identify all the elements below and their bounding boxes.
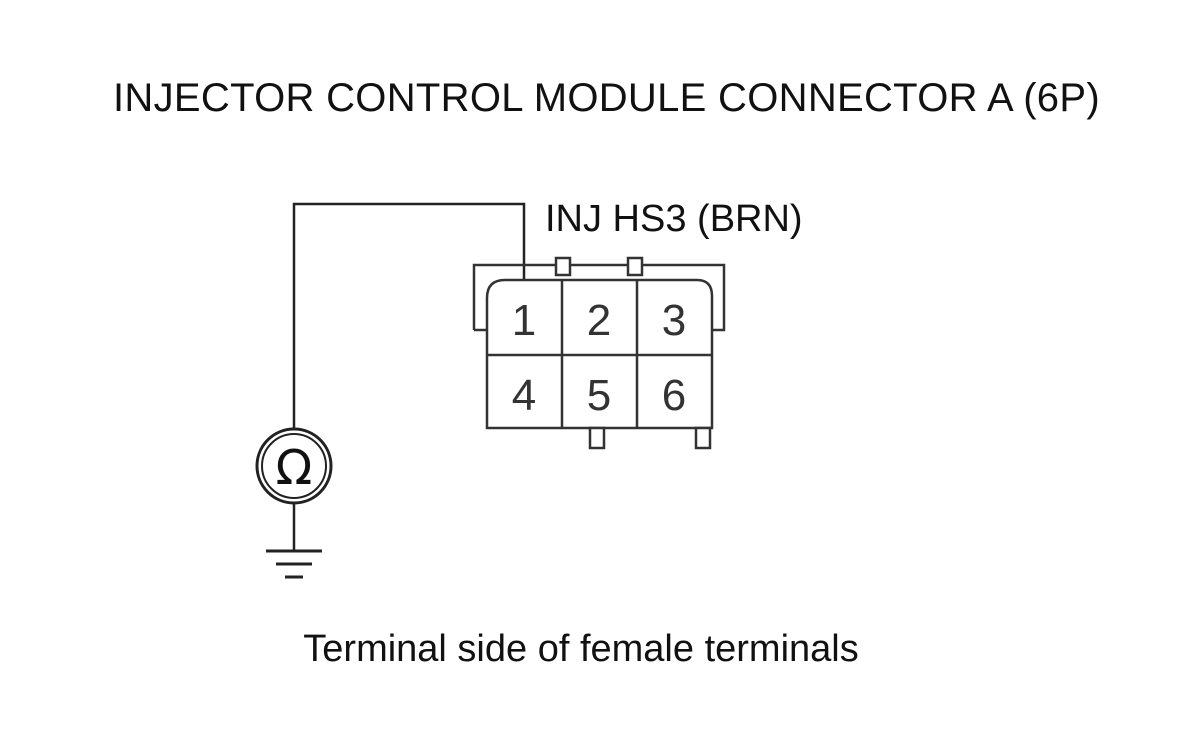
connector-housing: [472, 256, 726, 450]
caption: Terminal side of female terminals: [303, 628, 859, 670]
terminal-4: 4: [512, 371, 536, 420]
diagram-title: INJECTOR CONTROL MODULE CONNECTOR A (6P): [113, 76, 1100, 120]
pin-label: INJ HS3 (BRN): [545, 198, 803, 240]
terminal-6: 6: [662, 371, 686, 420]
terminal-5: 5: [587, 371, 611, 420]
terminal-1: 1: [512, 296, 536, 345]
ohm-symbol: Ω: [276, 440, 313, 496]
probe-wire: [292, 202, 526, 430]
ohmmeter-icon: Ω: [255, 427, 333, 505]
terminal-2: 2: [587, 296, 611, 345]
ground-symbol-icon: [266, 549, 322, 579]
terminal-3: 3: [662, 296, 686, 345]
